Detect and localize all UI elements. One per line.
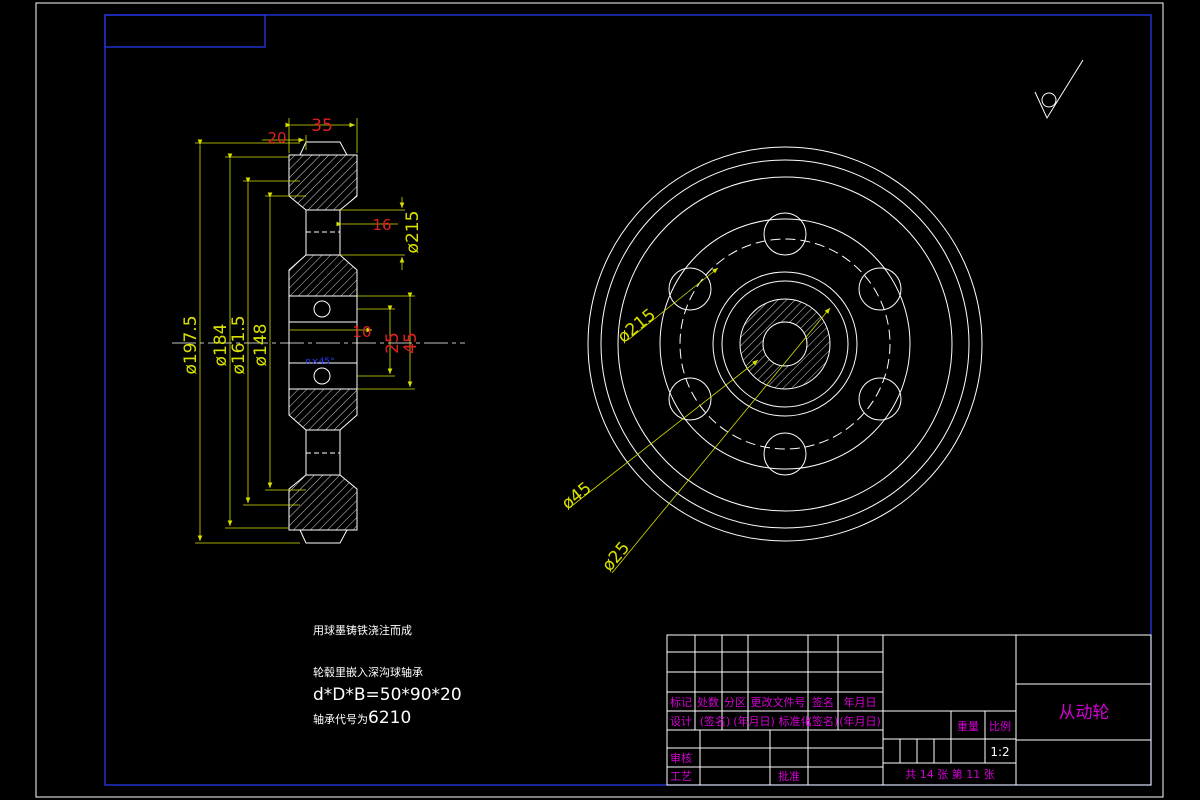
- dim-161: ø161.5: [229, 315, 249, 374]
- dim-45-side: 45: [401, 332, 421, 354]
- hatch-hub-bottom: [288, 388, 358, 431]
- outer-frame: [35, 2, 1164, 798]
- corner-box: [104, 14, 266, 48]
- tb-scale-value: 1:2: [990, 745, 1009, 759]
- dim-215-side: ø215: [403, 211, 423, 254]
- tb-part-name: 从动轮: [1059, 703, 1110, 723]
- tb-count: 处数: [697, 696, 719, 709]
- dim-35: 35: [311, 116, 333, 136]
- dim-184: ø184: [211, 324, 231, 367]
- tb-weight: 重量: [957, 719, 979, 733]
- tb-sheets: 共 14 张 第 11 张: [905, 767, 994, 781]
- tb-scale: 比例: [989, 719, 1011, 733]
- inner-frame: [104, 14, 1152, 786]
- tb-sign-row2: (签名): [808, 714, 839, 728]
- dim-outer-diameter: ø197.5: [181, 315, 201, 374]
- roughness-symbol: [1034, 59, 1084, 120]
- tb-date-row2: (年月日): [839, 714, 881, 728]
- tb-mark: 标记: [670, 695, 692, 709]
- note-bearing-formula: d*D*B=50*90*20: [313, 685, 462, 705]
- tb-review: 审核: [670, 751, 692, 765]
- dim-148: ø148: [251, 324, 271, 367]
- note-material: 用球墨铸铁浇注而成: [313, 623, 412, 637]
- dim-25-front: ø25: [598, 538, 634, 575]
- note-bearing-code: 轴承代号为6210: [313, 708, 411, 728]
- tb-docno: 更改文件号: [751, 695, 806, 709]
- tb-approve: 批准: [778, 769, 800, 783]
- tb-standard: 标准化: [779, 714, 812, 728]
- tb-date: 年月日: [844, 695, 877, 709]
- tb-zone: 分区: [724, 696, 746, 709]
- hatch-rim-bottom: [288, 474, 358, 531]
- chamfer-note: n×45°: [305, 357, 334, 367]
- hatch-hub-top: [288, 254, 358, 297]
- title-block-grid: [666, 634, 1152, 786]
- dim-16: 16: [372, 216, 391, 234]
- tb-process: 工艺: [670, 770, 692, 783]
- dim-20: 20: [267, 129, 286, 147]
- tb-date-row: (年月日): [733, 714, 775, 728]
- dim-25-side: 25: [383, 332, 403, 354]
- front-dimensions: [572, 267, 831, 574]
- hatch-rim-top: [288, 154, 358, 211]
- dim-10: 10: [352, 323, 371, 341]
- dim-45-front: ø45: [558, 478, 595, 514]
- tb-sign: 签名: [812, 695, 834, 709]
- side-dimensions: [195, 118, 415, 544]
- note-bearing-code-value: 6210: [368, 708, 411, 728]
- tb-design: 设计: [670, 715, 692, 728]
- tb-sign-row: (签名): [700, 714, 731, 728]
- front-view: [587, 146, 983, 542]
- note-bearing-prefix: 轴承代号为: [313, 712, 368, 726]
- side-section-view: [172, 141, 465, 544]
- note-bearing-insert: 轮毂里嵌入深沟球轴承: [313, 665, 423, 679]
